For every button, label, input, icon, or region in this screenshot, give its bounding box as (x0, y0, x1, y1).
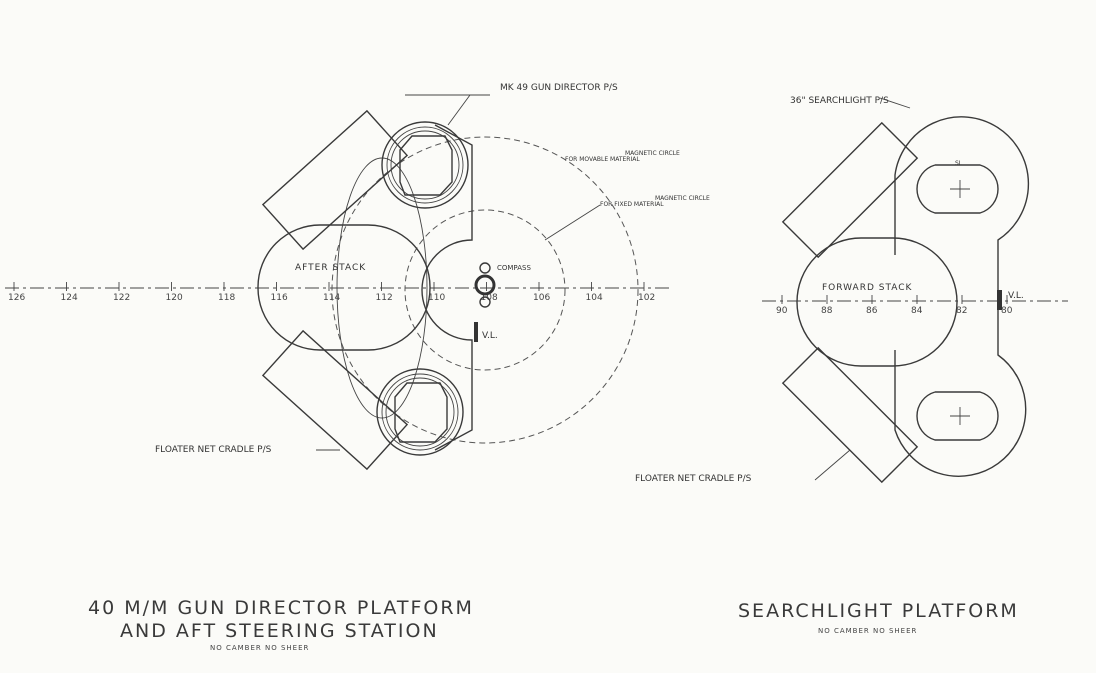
right-platform: 90 88 86 84 82 80 SL 36" SEARCHLIGHT P/S FORW… (635, 96, 1068, 635)
label-vl: V.L. (482, 331, 498, 341)
magnetic-circle-movable (331, 136, 639, 444)
label-compass: COMPASS (497, 264, 531, 272)
floater-net-cradle-bottom (261, 329, 409, 471)
frame-label: 118 (218, 293, 235, 303)
frame-ticks: 90 88 86 84 82 80 (776, 295, 1013, 316)
magnetic-circle-fixed (404, 209, 566, 371)
frame-label: 120 (166, 293, 183, 303)
frame-label: 110 (428, 293, 445, 303)
label-movable-1: MAGNETIC CIRCLE (625, 150, 680, 157)
frame-label: 88 (821, 306, 833, 316)
frame-label: 116 (271, 293, 288, 303)
frame-label: 82 (956, 306, 967, 316)
searchlight-bottom (916, 391, 999, 441)
label-forward-stack: FORWARD STACK (822, 283, 913, 293)
platform-outline (894, 116, 1030, 477)
gun-director-top (381, 121, 469, 209)
gun-director-bottom (376, 368, 464, 456)
floater-net-cradle-top (261, 109, 409, 251)
frame-label: 112 (376, 293, 393, 303)
frame-label: 104 (586, 293, 603, 303)
label-searchlight: 36" SEARCHLIGHT P/S (790, 96, 889, 106)
label-fixed-2: FOR FIXED MATERIAL (600, 201, 664, 208)
title-line1: 40 M/M GUN DIRECTOR PLATFORM (88, 597, 474, 619)
label-fixed-1: MAGNETIC CIRCLE (655, 195, 710, 202)
label-cradle: FLOATER NET CRADLE P/S (635, 474, 752, 484)
label-after-stack: AFTER STACK (295, 263, 366, 273)
frame-label: 84 (911, 306, 923, 316)
subtitle: NO CAMBER NO SHEER (818, 627, 917, 635)
title-line2: AND AFT STEERING STATION (120, 620, 439, 642)
floater-net-cradle-top (781, 121, 919, 259)
frame-label: 106 (533, 293, 550, 303)
forward-stack (796, 237, 958, 367)
frame-label: 108 (481, 293, 498, 303)
label-sl: SL (955, 160, 963, 167)
frame-label: 124 (61, 293, 78, 303)
compass-icon (474, 262, 496, 308)
vl-marker (474, 322, 478, 342)
vl-marker (997, 290, 1002, 310)
subtitle: NO CAMBER NO SHEER (210, 644, 309, 652)
frame-label: 90 (776, 306, 788, 316)
frame-label: 126 (8, 293, 25, 303)
title: SEARCHLIGHT PLATFORM (738, 600, 1019, 622)
after-stack (257, 224, 431, 351)
label-vl: V.L. (1008, 291, 1024, 301)
frame-label: 80 (1001, 306, 1013, 316)
label-cradle: FLOATER NET CRADLE P/S (155, 445, 272, 455)
floater-net-cradle-bottom (781, 346, 919, 484)
label-director: MK 49 GUN DIRECTOR P/S (500, 83, 618, 93)
frame-label: 122 (113, 293, 130, 303)
frame-label: 86 (866, 306, 878, 316)
searchlight-top (916, 164, 999, 214)
frame-label: 102 (638, 293, 655, 303)
label-movable-2: FOR MOVABLE MATERIAL (565, 156, 640, 163)
platform-outline (421, 124, 473, 451)
